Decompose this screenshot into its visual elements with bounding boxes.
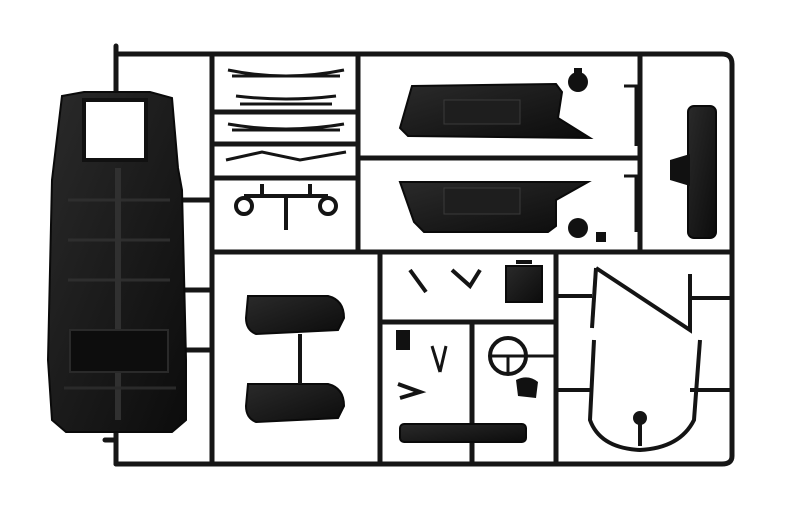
small-knobs — [568, 68, 606, 242]
leaf-spring — [225, 68, 347, 162]
left-body-side-panel — [398, 82, 594, 140]
steering-wheel — [488, 336, 556, 376]
running-board — [399, 423, 527, 443]
axle-assembly — [234, 184, 338, 230]
seat-cushion — [244, 295, 346, 424]
right-body-side-panel — [398, 181, 592, 233]
engine-block — [396, 260, 543, 400]
spare-wheel-hub — [624, 84, 717, 239]
chassis-floor-pan — [46, 91, 187, 433]
windshield-frame — [556, 266, 730, 453]
